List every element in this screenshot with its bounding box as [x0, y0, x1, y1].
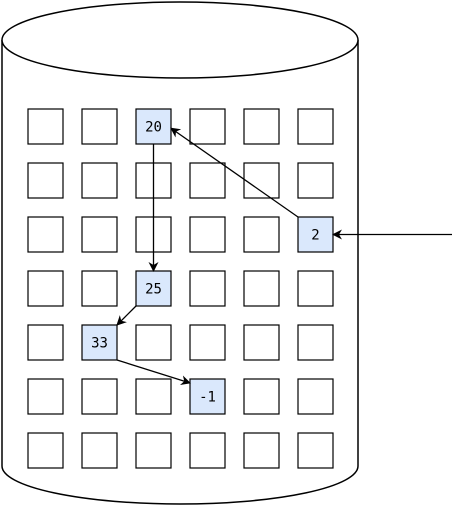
- memory-cell: [189, 324, 226, 361]
- memory-cell-highlighted: [189, 378, 226, 415]
- memory-cell: [297, 378, 334, 415]
- memory-cell-highlighted: [135, 270, 172, 307]
- memory-cell-highlighted: [135, 108, 172, 145]
- cell-label: 25: [145, 282, 162, 298]
- pointer-arrow: [116, 305, 137, 326]
- cell-label: -1: [199, 390, 216, 406]
- memory-cell: [243, 324, 280, 361]
- memory-cell: [297, 432, 334, 469]
- memory-cell: [243, 162, 280, 199]
- memory-cell: [81, 108, 118, 145]
- memory-cell: [189, 162, 226, 199]
- memory-cell: [81, 270, 118, 307]
- memory-cell: [81, 378, 118, 415]
- memory-cell: [243, 432, 280, 469]
- memory-cell: [27, 432, 64, 469]
- memory-cell: [297, 270, 334, 307]
- memory-cell: [135, 378, 172, 415]
- memory-cell: [243, 216, 280, 253]
- memory-cell: [297, 108, 334, 145]
- cell-label: 33: [91, 336, 108, 352]
- memory-cell: [27, 216, 64, 253]
- cell-labels: 20 2 25 33 -1: [91, 120, 320, 406]
- memory-cell: [81, 162, 118, 199]
- cell-label: 20: [145, 120, 162, 136]
- memory-cell: [243, 108, 280, 145]
- pointer-arrow: [116, 359, 191, 386]
- memory-cell: [243, 378, 280, 415]
- memory-cell: [189, 432, 226, 469]
- memory-cell: [135, 432, 172, 469]
- memory-cell: [189, 270, 226, 307]
- memory-cell: [297, 324, 334, 361]
- memory-cell: [27, 324, 64, 361]
- memory-cell-highlighted: [297, 216, 334, 253]
- pointer-edges: [116, 127, 452, 386]
- memory-cell: [189, 108, 226, 145]
- pointer-arrow: [170, 127, 299, 218]
- memory-cell: [297, 162, 334, 199]
- memory-cell: [27, 162, 64, 199]
- cell-label: 2: [311, 228, 319, 244]
- cylinder-top: [1, 1, 359, 79]
- memory-cell: [135, 324, 172, 361]
- memory-cell: [81, 216, 118, 253]
- memory-cell: [81, 432, 118, 469]
- memory-cell: [243, 270, 280, 307]
- memory-cell: [27, 378, 64, 415]
- memory-cell: [27, 270, 64, 307]
- memory-cell: [27, 108, 64, 145]
- memory-cell: [189, 216, 226, 253]
- memory-cell-highlighted: [81, 324, 118, 361]
